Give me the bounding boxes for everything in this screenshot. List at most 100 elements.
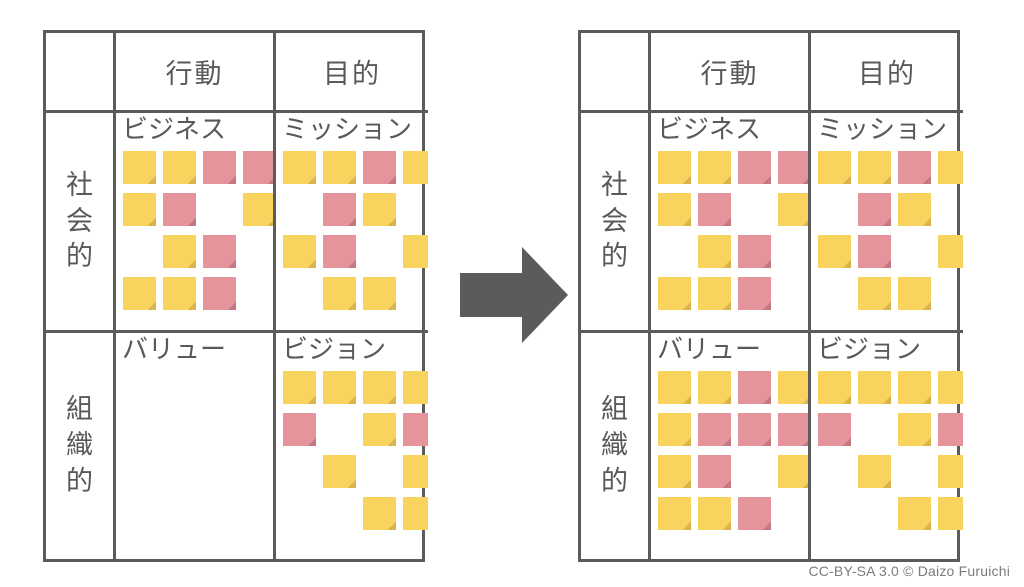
sticky-note-slot (858, 455, 896, 493)
sticky-note-yellow[interactable] (938, 497, 963, 530)
sticky-note-yellow[interactable] (858, 151, 891, 184)
sticky-note-slot (658, 193, 696, 231)
sticky-note-yellow[interactable] (403, 235, 428, 268)
sticky-note-fold-icon (882, 175, 891, 184)
sticky-note-yellow[interactable] (323, 151, 356, 184)
sticky-note-yellow[interactable] (363, 413, 396, 446)
sticky-note-yellow[interactable] (283, 371, 316, 404)
sticky-note-yellow[interactable] (658, 193, 691, 226)
sticky-note-yellow[interactable] (163, 277, 196, 310)
sticky-note-pink[interactable] (698, 455, 731, 488)
sticky-note-yellow[interactable] (938, 371, 963, 404)
sticky-note-pink[interactable] (323, 193, 356, 226)
sticky-note-pink[interactable] (243, 151, 273, 184)
sticky-note-yellow[interactable] (898, 413, 931, 446)
sticky-note-pink[interactable] (738, 371, 771, 404)
row-header-label: 社 会 的 (66, 169, 93, 272)
sticky-note-yellow[interactable] (778, 455, 808, 488)
sticky-note-yellow[interactable] (123, 277, 156, 310)
sticky-note-yellow[interactable] (818, 151, 851, 184)
sticky-note-yellow[interactable] (403, 497, 428, 530)
sticky-note-yellow[interactable] (698, 277, 731, 310)
sticky-note-yellow[interactable] (698, 371, 731, 404)
sticky-note-yellow[interactable] (163, 151, 196, 184)
sticky-note-yellow[interactable] (323, 371, 356, 404)
sticky-note-yellow[interactable] (698, 235, 731, 268)
sticky-note-yellow[interactable] (658, 371, 691, 404)
sticky-note-yellow[interactable] (403, 455, 428, 488)
sticky-note-yellow[interactable] (658, 455, 691, 488)
sticky-note-yellow[interactable] (323, 455, 356, 488)
sticky-note-slot (403, 235, 428, 273)
sticky-note-body (938, 413, 963, 446)
sticky-note-yellow[interactable] (898, 193, 931, 226)
sticky-note-pink[interactable] (818, 413, 851, 446)
sticky-note-yellow[interactable] (658, 413, 691, 446)
sticky-note-pink[interactable] (938, 413, 963, 446)
sticky-note-yellow[interactable] (283, 151, 316, 184)
sticky-note-fold-icon (762, 259, 771, 268)
sticky-note-slot (283, 455, 321, 493)
sticky-note-pink[interactable] (898, 151, 931, 184)
sticky-note-slot (243, 371, 273, 409)
quadrant-label: ミッション (282, 114, 413, 144)
sticky-note-pink[interactable] (203, 151, 236, 184)
sticky-note-pink[interactable] (858, 193, 891, 226)
sticky-note-slot (738, 413, 776, 451)
sticky-note-yellow[interactable] (858, 371, 891, 404)
sticky-note-pink[interactable] (203, 235, 236, 268)
sticky-note-yellow[interactable] (938, 455, 963, 488)
sticky-note-yellow[interactable] (658, 151, 691, 184)
sticky-note-pink[interactable] (363, 151, 396, 184)
sticky-note-yellow[interactable] (818, 235, 851, 268)
sticky-note-yellow[interactable] (898, 277, 931, 310)
sticky-note-pink[interactable] (738, 497, 771, 530)
quadrant-label: バリュー (122, 334, 227, 364)
sticky-note-pink[interactable] (738, 235, 771, 268)
sticky-note-pink[interactable] (778, 413, 808, 446)
sticky-note-yellow[interactable] (658, 497, 691, 530)
sticky-note-yellow[interactable] (403, 371, 428, 404)
right-arrow-icon (460, 247, 568, 343)
sticky-note-pink[interactable] (403, 413, 428, 446)
sticky-note-fold-icon (307, 175, 316, 184)
sticky-note-yellow[interactable] (323, 277, 356, 310)
sticky-note-yellow[interactable] (363, 193, 396, 226)
sticky-note-pink[interactable] (778, 151, 808, 184)
sticky-note-yellow[interactable] (363, 371, 396, 404)
sticky-note-yellow[interactable] (283, 235, 316, 268)
sticky-note-slot (163, 497, 201, 535)
sticky-note-pink[interactable] (163, 193, 196, 226)
sticky-note-pink[interactable] (738, 413, 771, 446)
sticky-note-pink[interactable] (858, 235, 891, 268)
sticky-note-yellow[interactable] (818, 371, 851, 404)
sticky-note-yellow[interactable] (163, 235, 196, 268)
sticky-note-yellow[interactable] (858, 277, 891, 310)
sticky-note-yellow[interactable] (898, 497, 931, 530)
sticky-note-pink[interactable] (698, 413, 731, 446)
sticky-note-fold-icon (842, 259, 851, 268)
sticky-note-yellow[interactable] (858, 455, 891, 488)
sticky-note-yellow[interactable] (123, 193, 156, 226)
sticky-note-yellow[interactable] (898, 371, 931, 404)
sticky-note-pink[interactable] (738, 277, 771, 310)
sticky-note-pink[interactable] (323, 235, 356, 268)
sticky-note-yellow[interactable] (243, 193, 273, 226)
sticky-note-yellow[interactable] (938, 151, 963, 184)
sticky-note-pink[interactable] (283, 413, 316, 446)
sticky-note-body (403, 455, 428, 488)
sticky-note-yellow[interactable] (938, 235, 963, 268)
sticky-note-pink[interactable] (738, 151, 771, 184)
sticky-note-yellow[interactable] (403, 151, 428, 184)
sticky-note-yellow[interactable] (658, 277, 691, 310)
sticky-note-yellow[interactable] (363, 497, 396, 530)
sticky-note-pink[interactable] (203, 277, 236, 310)
sticky-note-fold-icon (842, 437, 851, 446)
sticky-note-yellow[interactable] (698, 497, 731, 530)
sticky-note-pink[interactable] (698, 193, 731, 226)
sticky-note-yellow[interactable] (363, 277, 396, 310)
sticky-note-yellow[interactable] (778, 193, 808, 226)
sticky-note-yellow[interactable] (123, 151, 156, 184)
sticky-note-yellow[interactable] (698, 151, 731, 184)
sticky-note-yellow[interactable] (778, 371, 808, 404)
